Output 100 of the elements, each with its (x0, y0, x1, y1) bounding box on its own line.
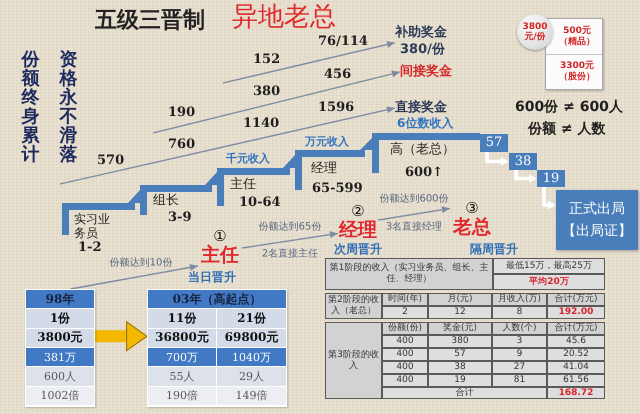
wedge-arrow (360, 138, 372, 150)
table-cell: 12 (428, 306, 492, 319)
row-header-cell: 第2阶段的收入（老总） (325, 293, 382, 319)
table-cell: 1002倍 (26, 386, 94, 405)
table-cell: 11份 (148, 309, 216, 328)
edge-label: 份额达到65份 (258, 220, 322, 233)
exit-title: 正式出局 (569, 200, 625, 218)
arrow (95, 321, 148, 352)
table-cell: 168.72 (547, 387, 605, 399)
bonus-figure: 1596 (318, 100, 354, 116)
price-item: 3300元（股份） (558, 60, 596, 84)
header-cell: 份额(份) (382, 322, 428, 335)
header-cell: 合计(万元) (547, 322, 605, 335)
bonus-figure: 456 (324, 67, 352, 83)
bonus-label: 补助奖金 (395, 24, 447, 41)
count-tile: 57 (480, 134, 508, 152)
header-cell: 奖金(元) (428, 322, 492, 335)
rank-label: 高（老总） (390, 143, 455, 157)
table-cell: 700万 (148, 348, 216, 366)
income-tier-label: 6位数收入 (397, 116, 454, 130)
bonus-figure: 570 (97, 153, 124, 169)
wedge-arrow (205, 172, 217, 185)
table-cell: 192.00 (547, 306, 605, 319)
vertical-slogan: 资格永不滑落 (59, 50, 78, 164)
table-cell: 20.52 (547, 348, 605, 361)
table-cell: 61.56 (547, 374, 605, 387)
rank-label: 组长 (153, 194, 179, 208)
table-cell: 400 (382, 335, 428, 348)
bonus-figure: 76/114 (318, 34, 368, 50)
arrow (378, 206, 450, 221)
exit-certificate: 【出局证】 (562, 222, 632, 240)
subtitle: 异地老总 (232, 1, 336, 33)
table-cell: 1份 (26, 309, 94, 328)
table-cell: 19 (428, 374, 492, 387)
arrow (542, 187, 556, 210)
bonus-label: 间接奖金 (400, 64, 452, 80)
table-cell: 600人 (26, 367, 94, 386)
share-range: 10-64 (239, 195, 281, 210)
promotion-timing: 当日晋升 (188, 271, 236, 284)
arrow (485, 152, 509, 166)
share-range: 1-2 (78, 240, 102, 255)
table-cell: 57 (428, 348, 492, 361)
promotion-condition: 2名直接主任 (262, 247, 318, 260)
share-range: 600↑ (405, 165, 444, 180)
row-header-cell: 第3阶段的收入 (325, 322, 382, 399)
table-cell: 3 (492, 335, 547, 348)
table-cell: 3800元 (26, 328, 94, 347)
circled-number: ③ (465, 200, 479, 217)
rank-label: 实习业务员 (74, 212, 111, 240)
table-cell: 55人 (148, 367, 216, 386)
vertical-slogan: 份额终身累计 (21, 50, 40, 164)
bonus-figure: 190 (168, 105, 196, 121)
header-cell: 合计(万元) (547, 293, 605, 306)
data-table (147, 289, 287, 407)
table-cell: 最低15万，最高25万 (493, 258, 605, 274)
circled-number: ② (351, 203, 365, 220)
table-cell: 8 (492, 306, 547, 319)
promotion-timing: 次周晋升 (334, 243, 382, 256)
diagram-title: 五级三晋制 (95, 6, 205, 35)
promotion-condition: 3名直接经理 (386, 220, 442, 233)
arrow (514, 170, 537, 183)
table-cell: 400 (382, 348, 428, 361)
exit-panel (556, 190, 638, 250)
bonus-label: 直接奖金 (395, 100, 447, 116)
header-cell: 月收入(万) (492, 293, 547, 306)
table-cell: 69800元 (217, 328, 286, 347)
data-table (25, 289, 95, 407)
income-tier-label: 千元收入 (226, 152, 270, 165)
arrow (222, 41, 396, 84)
header-cell: 时间(年) (382, 293, 428, 306)
bonus-figure: 760 (168, 137, 196, 153)
table-cell: 45.6 (547, 335, 605, 348)
circled-number: ① (213, 228, 227, 245)
table-cell: 合计 (382, 387, 547, 399)
table-cell: 400 (382, 374, 428, 387)
table-cell: 36800元 (148, 328, 216, 347)
count-tile: 38 (509, 153, 537, 170)
wedge-arrow (283, 155, 295, 168)
table-cell: 380 (428, 335, 492, 348)
table-cell: 21份 (217, 309, 286, 328)
table-cell: 81 (492, 374, 547, 387)
share-range: 65-599 (312, 181, 363, 196)
promotion-timing: 隔周晋升 (470, 243, 518, 256)
rank-title: 老总 (453, 217, 491, 238)
table-cell: 381万 (26, 348, 94, 366)
table-cell: 平均20万 (493, 274, 605, 290)
table-cell: 1040万 (217, 348, 286, 366)
table-cell: 27 (492, 361, 547, 374)
bonus-figure: 1140 (243, 116, 280, 132)
rank-title: 经理 (339, 220, 377, 241)
table-cell: 149倍 (217, 386, 286, 405)
table-cell: 190倍 (148, 386, 216, 405)
table-cell: 41.04 (547, 361, 605, 374)
header-cell: 03年（高起点） (148, 290, 286, 308)
rank-label: 经理 (311, 162, 337, 176)
rank-title: 主任 (201, 245, 239, 266)
bonus-figure: 380 (253, 84, 280, 100)
table-cell: 9 (492, 348, 547, 361)
table-cell: 400 (382, 361, 428, 374)
header-cell: 98年 (26, 290, 94, 308)
